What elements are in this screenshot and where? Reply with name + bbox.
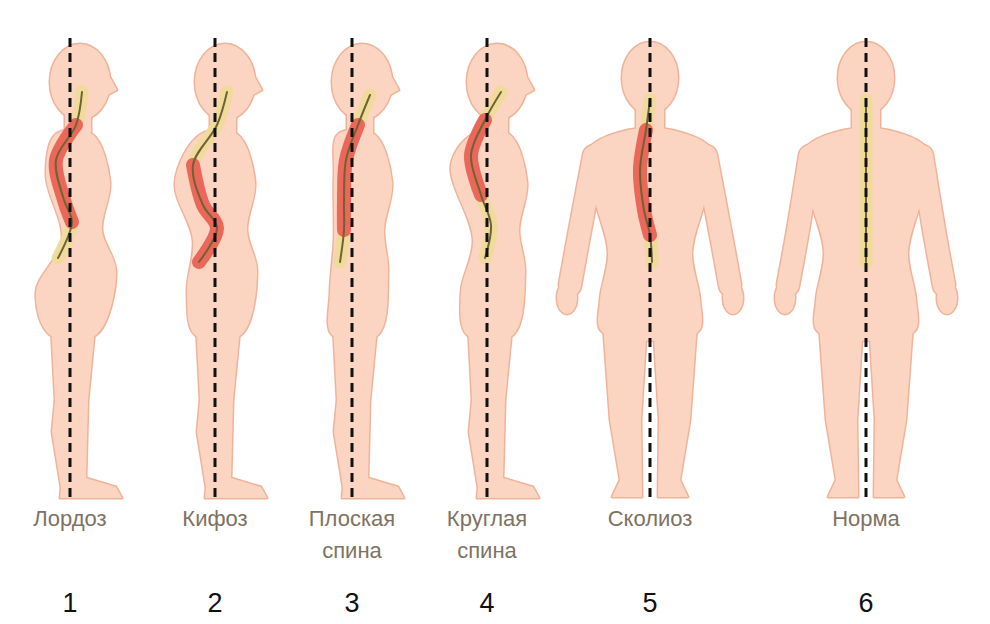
body-part bbox=[217, 313, 237, 347]
body-part bbox=[489, 313, 509, 347]
body-limb bbox=[788, 156, 810, 285]
body-part bbox=[937, 282, 957, 314]
body-limb bbox=[788, 156, 810, 285]
spine-layer bbox=[56, 92, 866, 262]
condition-label: Норма bbox=[791, 503, 941, 535]
body-part bbox=[557, 282, 577, 314]
body-part bbox=[106, 70, 117, 96]
body-part bbox=[818, 310, 863, 497]
body-part bbox=[467, 305, 539, 498]
body-part bbox=[723, 282, 743, 314]
body-limb bbox=[922, 156, 944, 285]
body-limb bbox=[570, 156, 594, 285]
figure-number: 6 bbox=[836, 587, 896, 619]
body-limb bbox=[223, 152, 227, 318]
spine-line bbox=[340, 95, 370, 262]
figure-number: 2 bbox=[185, 587, 245, 619]
vertical-axis bbox=[649, 38, 652, 500]
spine-line bbox=[193, 92, 227, 262]
body-part bbox=[251, 70, 262, 96]
body-part bbox=[775, 282, 795, 314]
body-part bbox=[557, 282, 577, 314]
vertical-axis bbox=[486, 38, 489, 500]
body-part bbox=[50, 305, 122, 498]
body-fill bbox=[36, 42, 957, 498]
body-part bbox=[354, 313, 374, 347]
body-part bbox=[354, 313, 374, 347]
body-part bbox=[602, 310, 647, 497]
body-part bbox=[106, 70, 117, 96]
spine-strain bbox=[56, 125, 76, 222]
body-part bbox=[36, 129, 116, 340]
condition-label: Сколиоз bbox=[575, 503, 725, 535]
body-part bbox=[388, 70, 399, 96]
spine-band bbox=[340, 95, 370, 262]
condition-label: Круглая спина bbox=[428, 503, 546, 567]
condition-label: Лордоз bbox=[0, 503, 145, 535]
body-part bbox=[251, 70, 262, 96]
body-part bbox=[72, 313, 92, 347]
body-part bbox=[523, 70, 534, 96]
body-part bbox=[489, 313, 509, 347]
body-limb bbox=[360, 152, 364, 318]
body-part bbox=[937, 282, 957, 314]
body-part bbox=[775, 282, 795, 314]
spine-strain bbox=[193, 165, 217, 262]
body-part bbox=[818, 310, 863, 497]
body-part bbox=[523, 70, 534, 96]
vertical-axis bbox=[69, 38, 72, 500]
figure-number: 5 bbox=[620, 587, 680, 619]
body-limb bbox=[223, 152, 227, 318]
body-part bbox=[195, 305, 267, 498]
figure-number: 4 bbox=[457, 587, 517, 619]
body-outline bbox=[36, 42, 957, 498]
body-limb bbox=[706, 156, 730, 285]
condition-label: Плоская спина bbox=[293, 503, 411, 567]
body-part bbox=[653, 310, 698, 497]
body-part bbox=[467, 305, 539, 498]
body-part bbox=[36, 129, 116, 340]
figure-number: 1 bbox=[40, 587, 100, 619]
body-limb bbox=[360, 152, 364, 318]
body-part bbox=[332, 305, 404, 498]
axis-layer bbox=[70, 38, 866, 500]
vertical-axis bbox=[865, 38, 868, 500]
body-part bbox=[50, 305, 122, 498]
body-part bbox=[217, 313, 237, 347]
body-part bbox=[388, 70, 399, 96]
body-limb bbox=[922, 156, 944, 285]
body-limb bbox=[78, 152, 82, 318]
figure-number: 3 bbox=[322, 587, 382, 619]
spine-band bbox=[193, 92, 227, 262]
body-part bbox=[332, 305, 404, 498]
body-part bbox=[869, 310, 914, 497]
body-limb bbox=[570, 156, 594, 285]
body-part bbox=[653, 310, 698, 497]
vertical-axis bbox=[214, 38, 217, 500]
body-limb bbox=[706, 156, 730, 285]
spine-strain bbox=[640, 130, 650, 235]
body-part bbox=[602, 310, 647, 497]
body-part bbox=[72, 313, 92, 347]
body-part bbox=[869, 310, 914, 497]
body-part bbox=[723, 282, 743, 314]
body-part bbox=[195, 305, 267, 498]
body-limb bbox=[78, 152, 82, 318]
condition-label: Кифоз bbox=[140, 503, 290, 535]
vertical-axis bbox=[351, 38, 354, 500]
